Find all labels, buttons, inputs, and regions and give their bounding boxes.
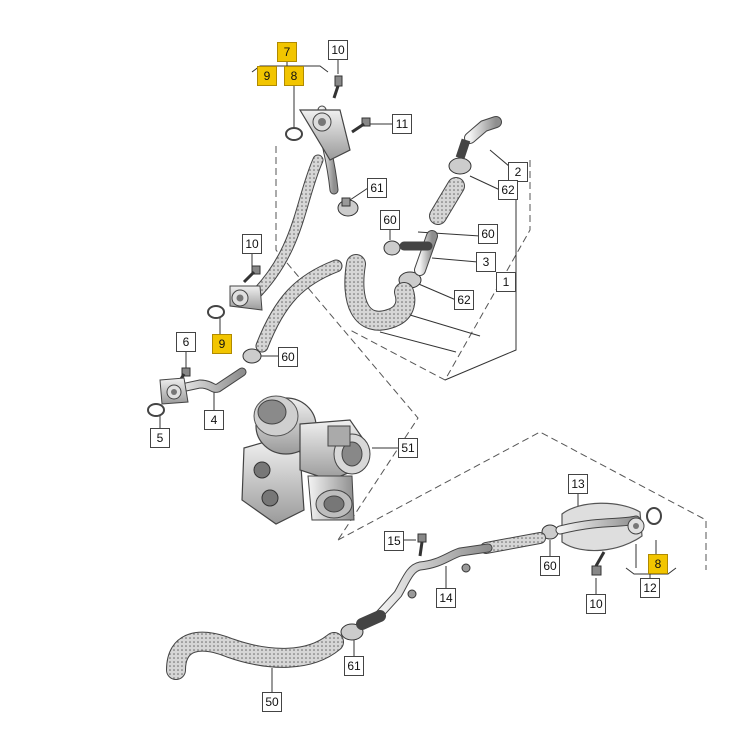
callout-5: 5 xyxy=(150,428,170,448)
callout-6: 6 xyxy=(176,332,196,352)
callout-51: 51 xyxy=(398,438,418,458)
callout-9-left: 9 xyxy=(212,334,232,354)
clamp-61-low xyxy=(340,623,364,641)
callout-11: 11 xyxy=(392,114,412,134)
bolt-left xyxy=(242,265,261,284)
callout-9-top: 9 xyxy=(257,66,277,86)
callout-15: 15 xyxy=(384,531,404,551)
callout-14: 14 xyxy=(436,588,456,608)
bolt-low xyxy=(591,551,606,576)
callout-62-top: 62 xyxy=(498,180,518,200)
callout-8-low: 8 xyxy=(648,554,668,574)
turbocharger xyxy=(241,395,371,525)
callout-50: 50 xyxy=(262,692,282,712)
callout-60-low: 60 xyxy=(540,556,560,576)
callout-3: 3 xyxy=(476,252,496,272)
bolt-top xyxy=(332,75,343,99)
callout-10-left: 10 xyxy=(242,234,262,254)
t-connector xyxy=(399,230,438,276)
o-ring-5 xyxy=(147,403,165,417)
clamp-60-top xyxy=(383,240,401,256)
callout-8-top: 8 xyxy=(284,66,304,86)
clamp-60-mid xyxy=(242,348,262,364)
callout-10-low: 10 xyxy=(586,594,606,614)
callout-60-mid: 60 xyxy=(278,347,298,367)
pipe-4 xyxy=(159,367,247,405)
o-ring-top xyxy=(285,127,303,141)
callout-13: 13 xyxy=(568,474,588,494)
callout-12: 12 xyxy=(640,578,660,598)
hose-50-tip xyxy=(356,610,386,630)
pipe-14 xyxy=(373,543,493,621)
callout-10-top: 10 xyxy=(328,40,348,60)
o-ring-8-low xyxy=(646,507,662,525)
callout-7: 7 xyxy=(277,42,297,62)
group-outlines xyxy=(275,146,707,570)
bolt-15 xyxy=(417,533,427,557)
callout-2: 2 xyxy=(508,162,528,182)
coolant-pipe-assembly xyxy=(229,105,351,311)
callout-61-low: 61 xyxy=(344,656,364,676)
callout-62-low: 62 xyxy=(454,290,474,310)
bolt-11 xyxy=(351,117,371,134)
o-ring-left xyxy=(207,305,225,319)
callout-60-right: 60 xyxy=(478,224,498,244)
callout-60-top: 60 xyxy=(380,210,400,230)
callout-1: 1 xyxy=(496,272,516,292)
leader-lines xyxy=(159,56,677,692)
clamp-62-top xyxy=(448,157,472,175)
callout-61-top: 61 xyxy=(367,178,387,198)
pipe-12 xyxy=(555,515,645,535)
callout-4: 4 xyxy=(204,410,224,430)
clamp-61-top xyxy=(337,197,359,217)
